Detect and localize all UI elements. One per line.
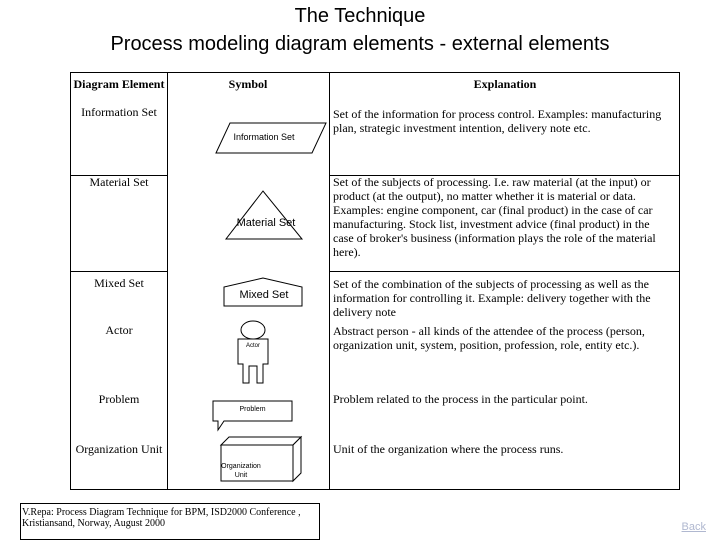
header-symbol: Symbol bbox=[228, 77, 268, 91]
element-material-set: Material Set bbox=[89, 175, 149, 189]
element-information-set: Information Set bbox=[81, 105, 157, 119]
organization-unit-symbol-label: Organization Unit bbox=[221, 463, 261, 479]
information-set-symbol-label: Information Set bbox=[233, 132, 295, 142]
row-divider bbox=[329, 271, 679, 272]
explanation-information-set: Set of the information for process contr… bbox=[333, 107, 662, 135]
information-set-symbol-shape bbox=[215, 122, 327, 154]
column-divider bbox=[329, 73, 330, 489]
explanation-problem: Problem related to the process in the pa… bbox=[333, 392, 588, 406]
explanation-actor: Abstract person - all kinds of the atten… bbox=[333, 324, 645, 352]
header-element: Diagram Element bbox=[73, 77, 165, 91]
organization-unit-symbol-shape bbox=[219, 435, 303, 483]
actor-symbol-label: Actor bbox=[245, 343, 260, 349]
row-divider bbox=[71, 271, 167, 272]
elements-table: Diagram Element Symbol Explanation Infor… bbox=[70, 72, 680, 490]
row-divider bbox=[71, 175, 167, 176]
explanation-material-set: Set of the subjects of processing. I.e. … bbox=[333, 175, 656, 259]
problem-symbol-label: Problem bbox=[239, 406, 266, 413]
material-set-symbol-shape bbox=[224, 190, 304, 240]
mixed-set-symbol-label: Mixed Set bbox=[239, 289, 289, 301]
problem-symbol-shape bbox=[212, 400, 293, 432]
slide-subtitle: Process modeling diagram elements - exte… bbox=[110, 33, 610, 55]
row-divider bbox=[329, 175, 679, 176]
element-actor: Actor bbox=[105, 323, 133, 337]
header-explanation: Explanation bbox=[473, 77, 537, 91]
symbol-shapes bbox=[212, 122, 327, 483]
footer-citation: V.Repa: Process Diagram Technique for BP… bbox=[22, 507, 301, 529]
element-mixed-set: Mixed Set bbox=[94, 276, 144, 290]
slide-title: The Technique bbox=[294, 5, 426, 27]
material-set-symbol-label: Material Set bbox=[236, 217, 296, 229]
actor-symbol-shape bbox=[237, 320, 269, 384]
element-organization-unit: Organization Unit bbox=[75, 442, 163, 456]
column-divider bbox=[167, 73, 168, 489]
explanation-organization-unit: Unit of the organization where the proce… bbox=[333, 442, 564, 456]
mixed-set-symbol-shape bbox=[223, 277, 303, 307]
explanation-mixed-set: Set of the combination of the subjects o… bbox=[333, 277, 651, 319]
element-problem: Problem bbox=[98, 392, 140, 406]
back-link[interactable]: Back bbox=[681, 521, 706, 533]
